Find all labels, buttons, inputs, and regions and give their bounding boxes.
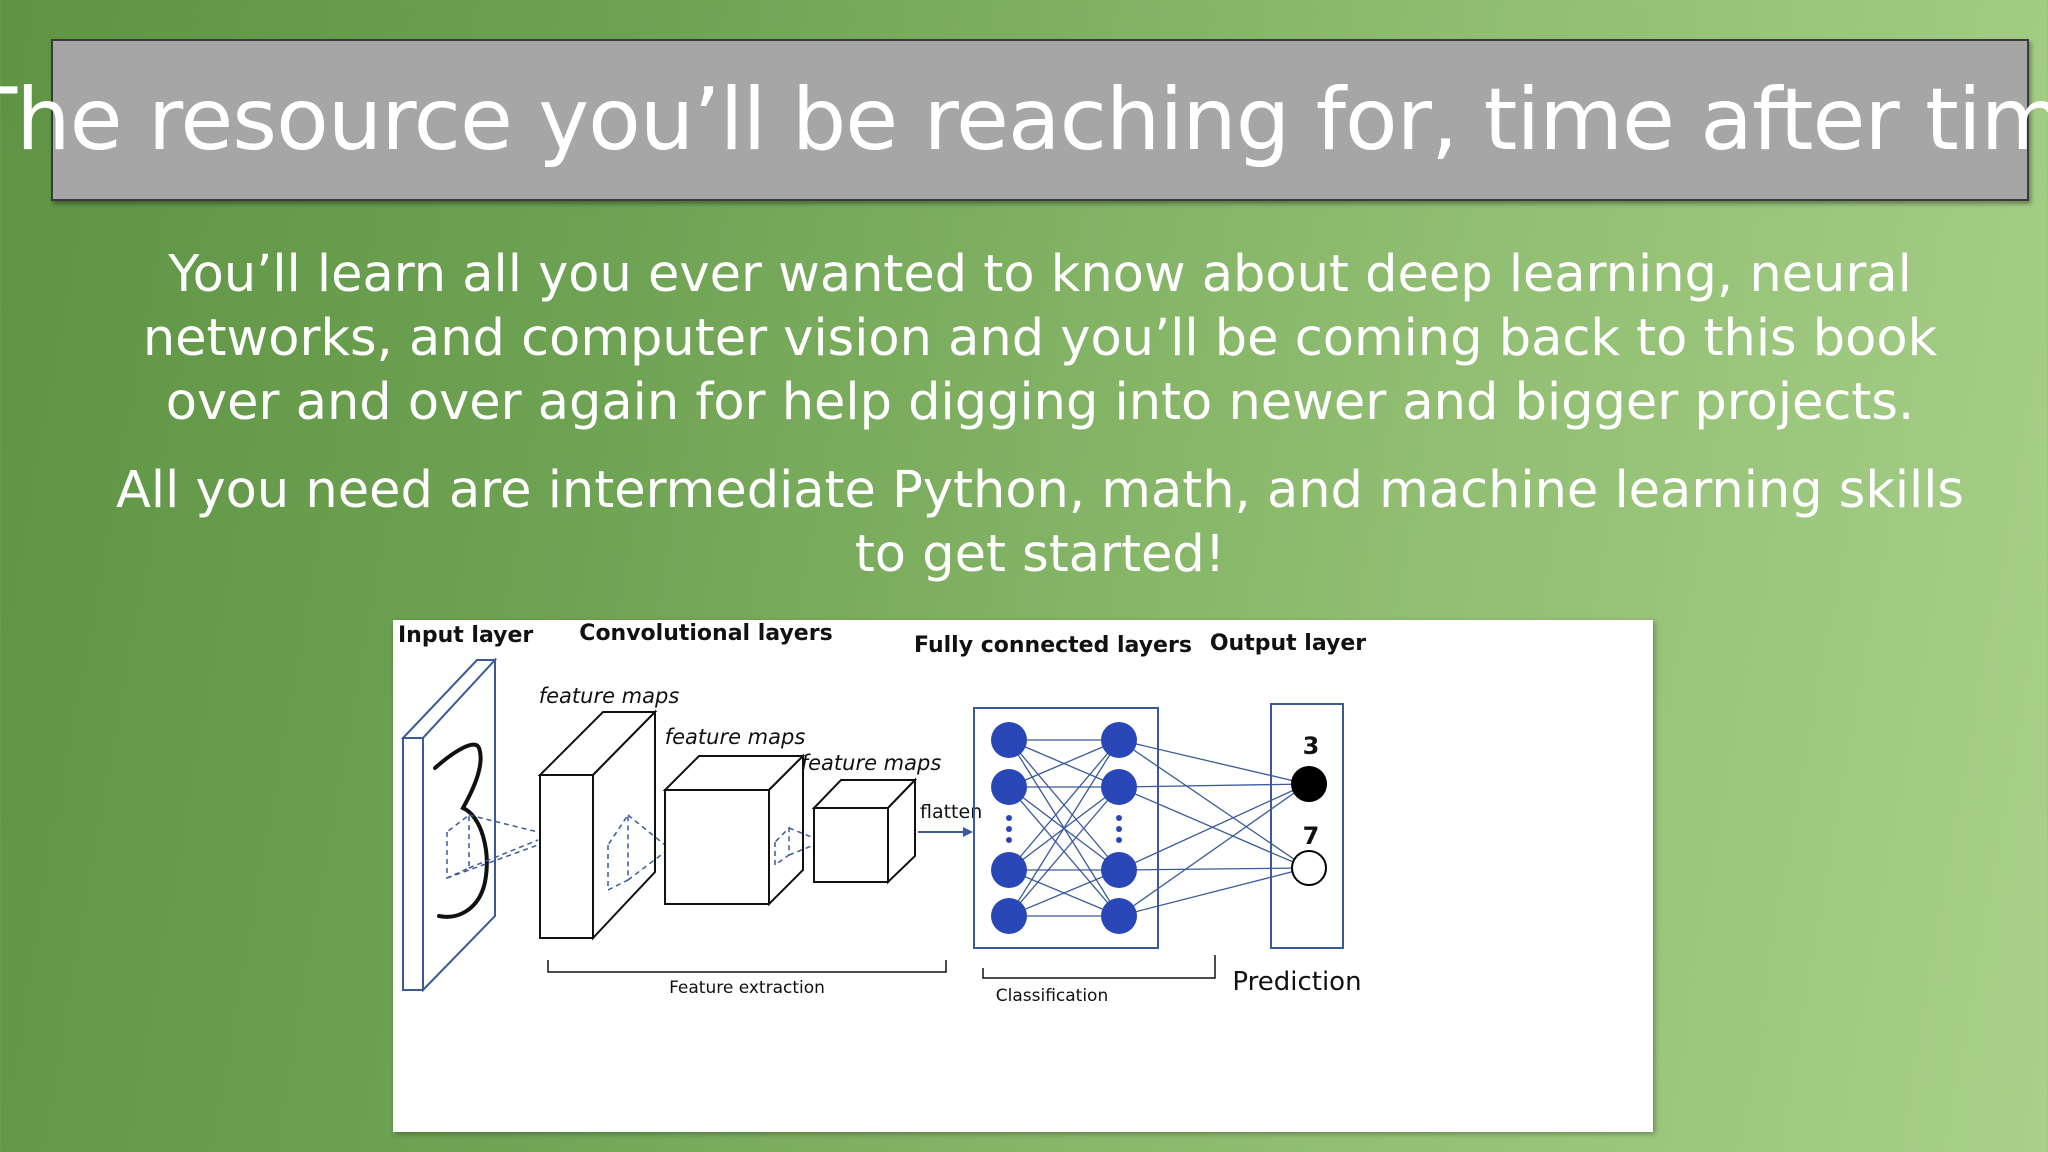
receptive-field-1 [607,812,666,892]
output-label-3: 3 [1303,732,1320,760]
feature-extraction-label: Feature extraction [669,978,825,998]
feature-maps-label-3: feature maps [801,751,942,775]
receptive-field-input [446,813,539,880]
intro-line-2: networks, and computer vision and you’ll… [142,309,1938,368]
output-layer-box [1270,703,1344,949]
intro-line-3: over and over again for help digging int… [165,373,1915,432]
output-node-7 [1291,850,1327,886]
output-layer-label: Output layer [1210,631,1366,656]
intro-paragraph: You’ll learn all you ever wanted to know… [80,243,2000,435]
cnn-diagram-svg: Input layer Convolutional layers Fully c… [398,621,1366,1006]
classification-bracket [982,955,1216,979]
feature-maps-label-1: feature maps [539,684,680,708]
prereq-paragraph: All you need are intermediate Python, ma… [80,459,2000,587]
receptive-field-2 [774,826,815,867]
prereq-line-2: to get started! [854,525,1226,584]
flatten-label: flatten [920,801,982,823]
handwritten-digit-3 [433,742,489,919]
feature-map-block-2 [662,753,806,907]
input-layer-slab [400,657,498,993]
conv-layers-label: Convolutional layers [579,621,832,646]
cnn-diagram: Input layer Convolutional layers Fully c… [393,620,1653,1132]
prereq-line-1: All you need are intermediate Python, ma… [116,461,1964,520]
intro-line-1: You’ll learn all you ever wanted to know… [168,245,1912,304]
feature-map-block-3 [811,777,918,885]
fc-neurons [991,722,1137,934]
title-banner: The resource you’ll be reaching for, tim… [0,39,2048,201]
prediction-label: Prediction [1232,967,1361,997]
fc-layers-box [973,707,1159,949]
fc-connections [1008,739,1308,917]
flatten-arrow [918,827,973,837]
classification-label: Classification [996,986,1108,1006]
feature-map-block-1 [537,709,658,941]
feature-maps-label-2: feature maps [665,725,806,749]
fc-layers-label: Fully connected layers [914,633,1192,658]
input-layer-label: Input layer [398,623,533,648]
output-label-7: 7 [1303,822,1320,850]
output-node-3 [1291,766,1327,802]
feature-extraction-bracket [547,960,947,973]
slide-title: The resource you’ll be reaching for, tim… [0,70,2048,170]
